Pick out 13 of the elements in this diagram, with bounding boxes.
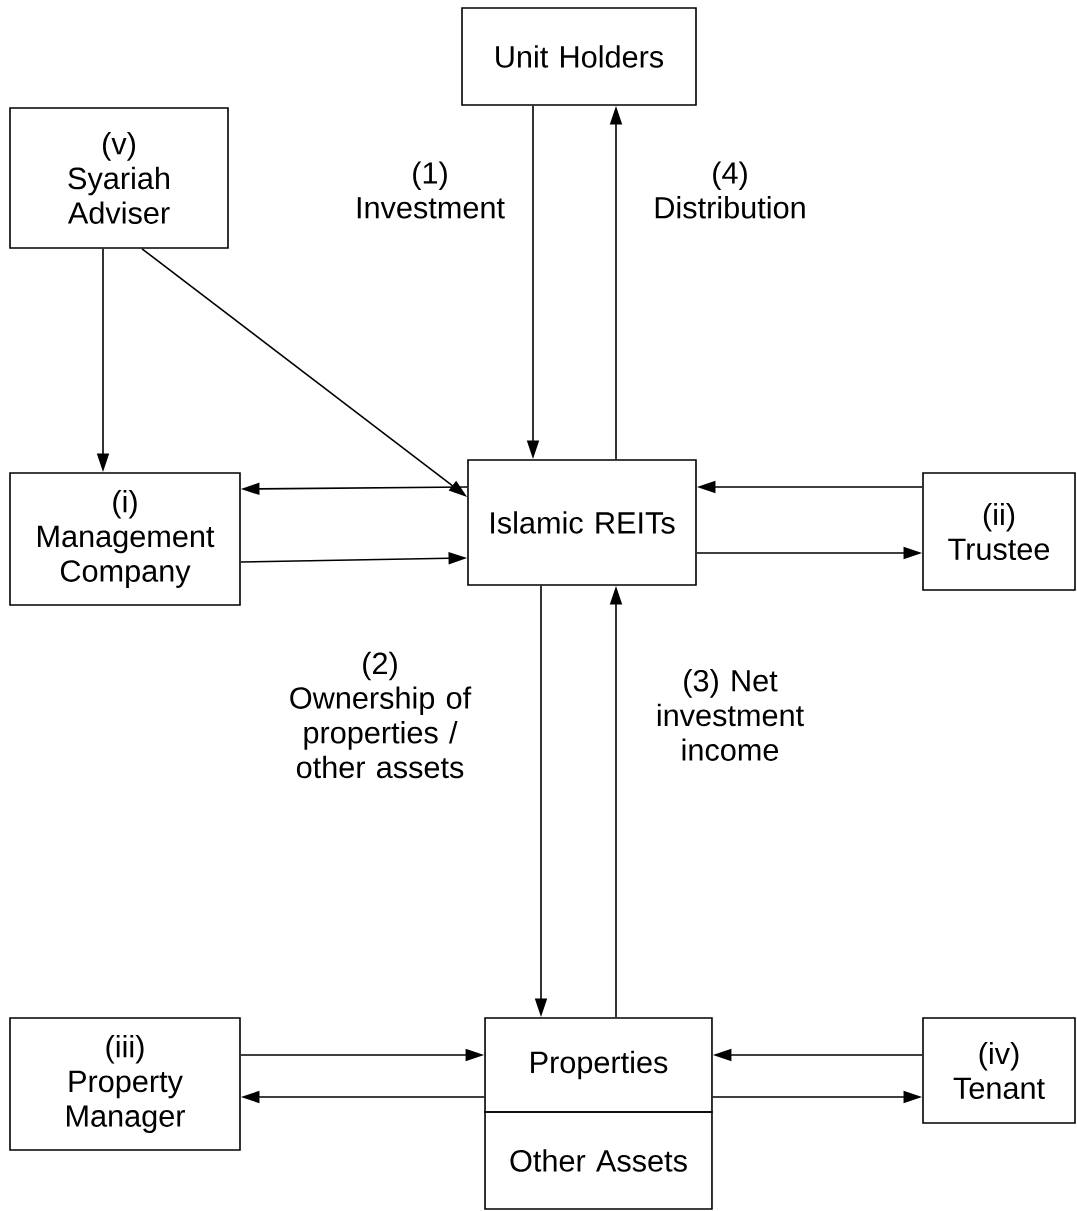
edge-label: (4) Distribution: [641, 160, 819, 220]
process-box: (iv) Tenant: [922, 1017, 1076, 1124]
process-box: (ii) Trustee: [922, 472, 1076, 591]
edge-label: (1) Investment: [343, 160, 517, 220]
edge-label: (2) Ownership of properties / other assets: [285, 650, 475, 780]
edge-label: (3) Net investment income: [653, 667, 807, 763]
process-box: Unit Holders: [461, 7, 697, 106]
process-box: Islamic REITs: [467, 459, 697, 586]
process-box: Properties: [484, 1017, 713, 1113]
process-box: (v) Syariah Adviser: [9, 107, 229, 249]
process-box: (i) Management Company: [9, 472, 241, 606]
process-box: Other Assets: [484, 1111, 713, 1210]
process-box: (iii) Property Manager: [9, 1017, 241, 1151]
